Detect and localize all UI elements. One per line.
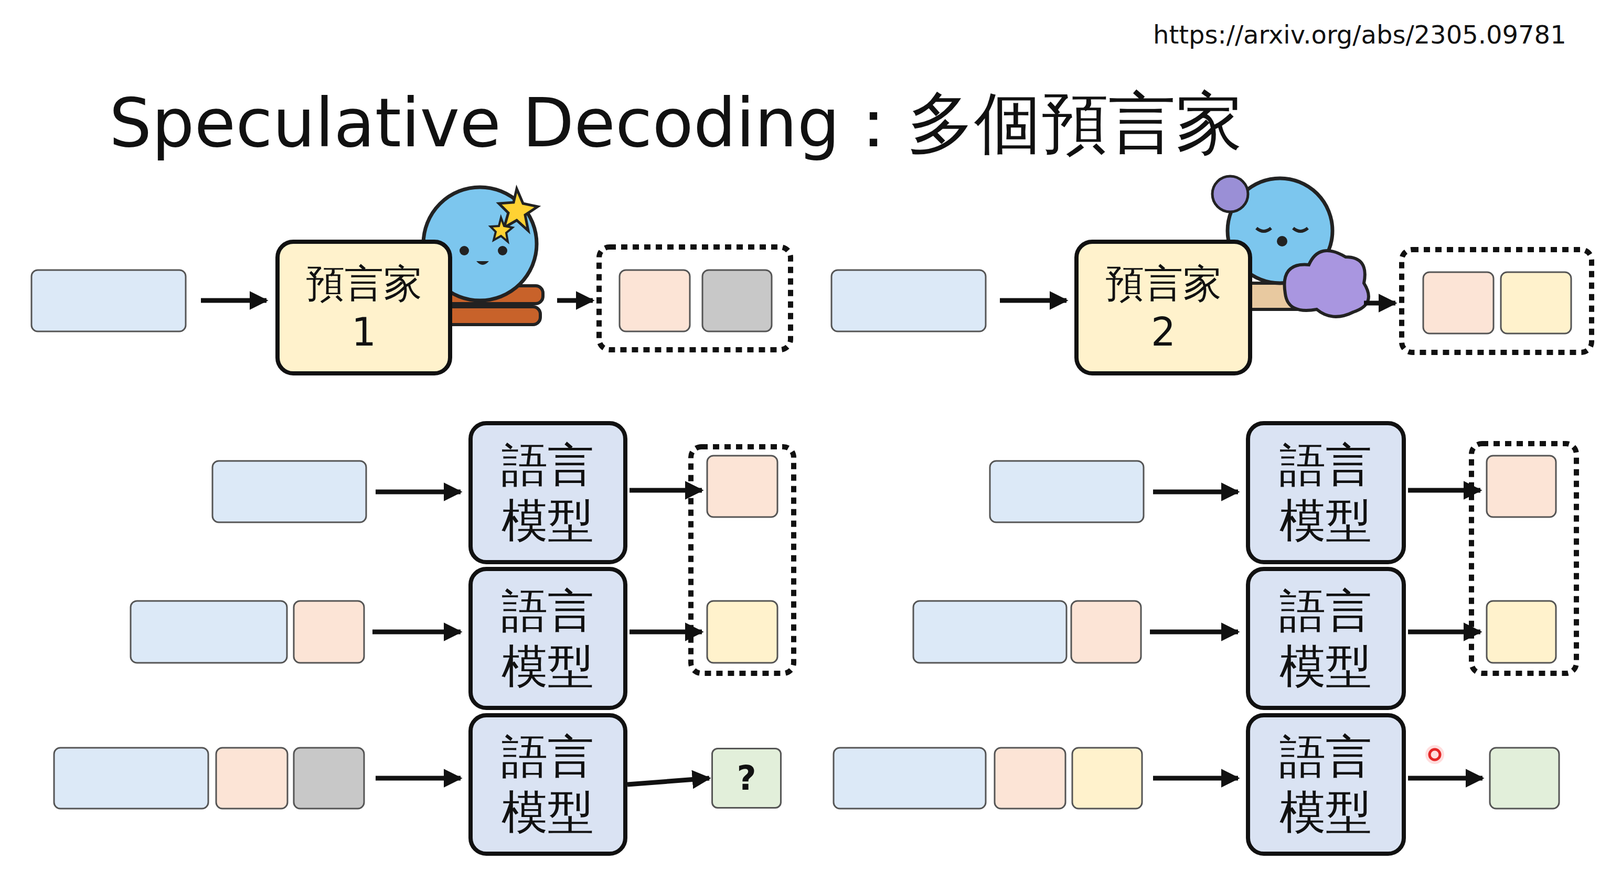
language-model-box: 語言模型 xyxy=(1245,421,1406,565)
node-text: 語言模型 xyxy=(1278,583,1373,695)
node-text: 預言家 1 xyxy=(297,259,431,357)
left-verification xyxy=(54,446,794,809)
node-text: ? xyxy=(736,759,756,798)
node-text: 語言模型 xyxy=(1278,729,1373,840)
oracle-box: 預言家 2 xyxy=(1074,239,1253,376)
language-model-box: 語言模型 xyxy=(468,713,628,857)
source-url: https://arxiv.org/abs/2305.09781 xyxy=(1153,19,1567,50)
node-text: 語言模型 xyxy=(500,437,595,549)
node-text: 語言模型 xyxy=(500,729,595,840)
language-model-box: 語言模型 xyxy=(1245,713,1406,857)
node-text: 預言家 2 xyxy=(1097,259,1230,357)
slide-title: Speculative Decoding：多個預言家 xyxy=(109,78,1243,170)
language-model-box: 語言模型 xyxy=(1245,567,1406,711)
right-verification xyxy=(833,443,1577,809)
language-model-box: 語言模型 xyxy=(468,421,628,565)
oracle-box: 預言家 1 xyxy=(275,239,453,376)
arrow-connector xyxy=(627,778,710,785)
language-model-box: 語言模型 xyxy=(468,567,628,711)
node-text: 語言模型 xyxy=(1278,437,1373,549)
unknown-token-box: ? xyxy=(711,748,782,809)
node-text: 語言模型 xyxy=(500,583,595,695)
